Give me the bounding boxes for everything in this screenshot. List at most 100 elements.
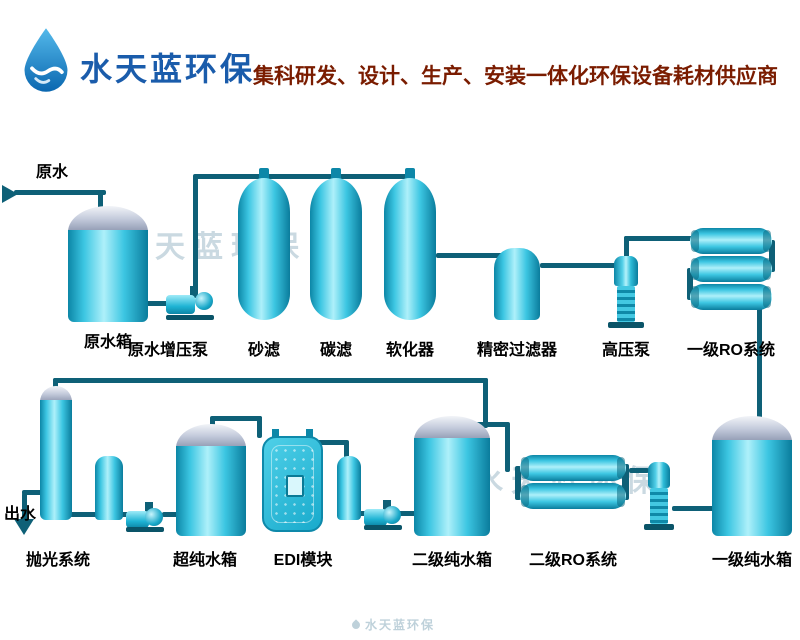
- pure-tank1-label: 一级纯水箱: [711, 552, 793, 569]
- pump-base: [126, 527, 164, 532]
- pipe-segment: [70, 512, 98, 517]
- pipe-segment: [356, 511, 370, 516]
- softener-label: 软化器: [385, 342, 435, 359]
- pure-tank1: [712, 440, 792, 536]
- pipe-segment: [622, 464, 629, 500]
- edi-side-cylinder: [337, 456, 361, 520]
- raw-tank-label: 原水箱: [83, 334, 133, 351]
- pump-motor: [648, 462, 670, 488]
- pump-motor: [614, 256, 638, 286]
- ro1-label: 一级RO系统: [686, 342, 776, 359]
- ultrapure-tank: [176, 446, 246, 536]
- ro2-membrane: [520, 455, 626, 481]
- high-pressure-pump: [608, 252, 644, 328]
- pump-base: [364, 525, 402, 530]
- pure-tank1-dome: [712, 416, 792, 442]
- pipe-segment: [687, 268, 693, 300]
- pump-motor: [126, 511, 149, 528]
- outlet-arrow-icon: [14, 519, 34, 535]
- edi-module: [262, 429, 323, 532]
- ro1-membrane: [690, 256, 772, 282]
- pipe-segment: [120, 512, 130, 517]
- brand-name: 水天蓝环保: [80, 51, 256, 87]
- pipe-segment: [98, 192, 103, 216]
- watermark: 水天蓝环保: [350, 616, 435, 633]
- pipe-segment: [398, 511, 418, 516]
- pipe-segment: [540, 263, 616, 268]
- pump-base: [644, 524, 674, 530]
- pipe-segment: [146, 301, 174, 306]
- pipe-segment: [22, 490, 44, 495]
- vessel-neck: [331, 168, 341, 180]
- pump-stage-stack: [617, 286, 635, 322]
- pipe-segment: [193, 174, 410, 179]
- carbon-filter-label: 碳滤: [319, 342, 353, 359]
- ultrapure-tank-label: 超纯水箱: [172, 552, 238, 569]
- pipe-segment: [505, 422, 510, 472]
- pipe-segment: [344, 440, 349, 458]
- pure-tank2-label: 二级纯水箱: [411, 552, 493, 569]
- inlet-label: 原水: [36, 164, 69, 181]
- pipe-segment: [310, 440, 348, 445]
- water-drop-logo-icon: [24, 28, 68, 92]
- pump-base: [166, 315, 214, 320]
- pump-base: [608, 322, 644, 328]
- watermark-drop-icon: [350, 619, 362, 631]
- vessel-neck: [259, 168, 269, 180]
- pure-tank2: [414, 438, 490, 536]
- pump-head: [195, 292, 213, 310]
- pump-outlet-stub: [190, 286, 198, 298]
- booster-pump: [166, 286, 214, 320]
- pump-motor: [166, 295, 195, 315]
- pump-head: [383, 506, 401, 524]
- vessel-neck: [405, 168, 415, 180]
- pipe-segment: [757, 298, 762, 428]
- ro2-feed-pump: [644, 462, 674, 530]
- pipe-segment: [162, 512, 178, 517]
- polish-label: 抛光系统: [25, 552, 91, 569]
- polish-feed-pump: [126, 502, 164, 532]
- pipe-segment: [212, 416, 262, 421]
- pipe-segment: [53, 378, 488, 383]
- precision-filter-cylinder: [494, 248, 540, 320]
- edi-feed-pump: [364, 500, 402, 530]
- polish-side-cylinder: [95, 456, 123, 520]
- pipe-segment: [210, 416, 215, 428]
- pipe-segment: [672, 506, 714, 511]
- pump-head: [145, 508, 163, 526]
- pipe-segment: [515, 466, 521, 500]
- pump-stage-stack: [650, 488, 668, 524]
- header-tagline: 集科研发、设计、生产、安装一体化环保设备耗材供应商: [253, 65, 778, 88]
- pipe-segment: [22, 493, 27, 521]
- booster-pump-label: 原水增压泵: [127, 342, 209, 359]
- polish-column-dome: [40, 386, 72, 402]
- raw-water-tank: [68, 230, 148, 322]
- polish-column: [40, 400, 72, 520]
- pipe-segment: [14, 190, 106, 195]
- pipe-segment: [193, 176, 198, 292]
- pipe-segment: [624, 236, 696, 241]
- pipe-segment: [257, 416, 262, 438]
- inlet-arrow-icon: [2, 185, 18, 203]
- sand-filter-vessel: [238, 178, 290, 320]
- raw-water-tank-dome: [68, 206, 148, 232]
- pipe-segment: [624, 236, 629, 262]
- pipe-segment: [436, 253, 518, 258]
- edi-port: [272, 429, 279, 438]
- pure-tank2-dome: [414, 416, 490, 440]
- carbon-filter-vessel: [310, 178, 362, 320]
- pump-motor: [364, 509, 387, 526]
- precision-filter-label: 精密过滤器: [476, 342, 558, 359]
- edi-label: EDI模块: [273, 552, 333, 569]
- hp-pump-label: 高压泵: [601, 342, 651, 359]
- pipe-segment: [629, 468, 649, 473]
- sand-filter-label: 砂滤: [247, 342, 281, 359]
- ro2-membrane: [520, 483, 626, 509]
- edi-core: [285, 475, 304, 497]
- softener-vessel: [384, 178, 436, 320]
- pipe-segment: [483, 378, 488, 428]
- ultrapure-tank-dome: [176, 424, 246, 448]
- pipe-segment: [769, 240, 775, 272]
- ro2-label: 二级RO系统: [528, 552, 618, 569]
